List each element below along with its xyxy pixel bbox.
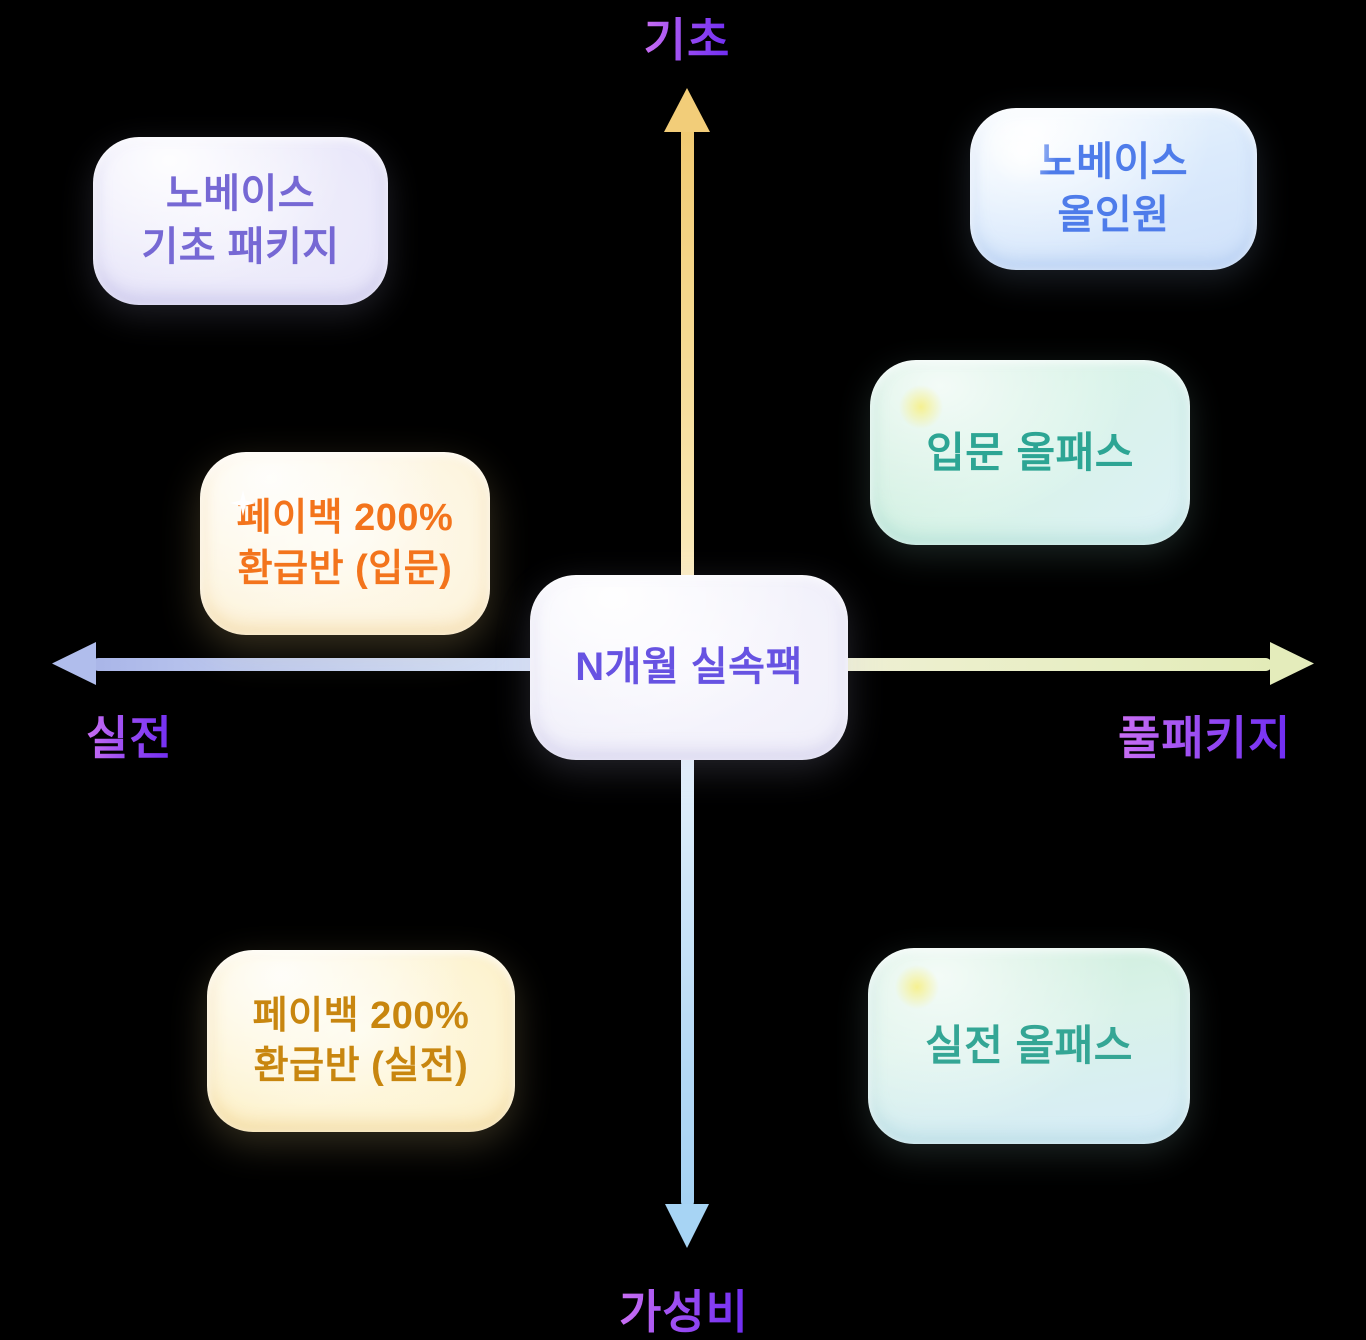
sparkle-dot-icon [894,964,940,1010]
card-novice-basic-package: 노베이스 기초 패키지 [93,137,388,305]
card-intro-all-pass: 입문 올패스 [870,360,1190,545]
card-payback-200-refund-intro: 페이백 200% 환급반 (입문) [200,452,490,635]
axis-label-right: 풀패키지 [1118,702,1291,768]
card-text-line: 실전 올패스 [925,1022,1133,1070]
card-novice-all-in-one: 노베이스 올인원 [970,108,1257,270]
card-text-line: 페이백 200% [252,994,470,1037]
card-text-line: 환급반 (입문) [237,547,453,590]
card-practical-all-pass: 실전 올패스 [868,948,1190,1144]
card-payback-200-refund-practical: 페이백 200% 환급반 (실전) [207,950,515,1132]
card-n-month-value-pack: N개월 실속팩 [530,575,848,760]
card-text-line: 입문 올패스 [926,428,1134,476]
card-text-line: N개월 실속팩 [575,645,803,690]
shine-glow-icon [984,116,1062,186]
sparkle-dot-icon [898,384,944,430]
arrow-up-icon [664,88,710,132]
card-text-line: 환급반 (실전) [253,1045,469,1087]
axis-label-bottom: 가성비 [619,1276,749,1340]
axis-label-left: 실전 [86,702,173,768]
axis-label-top: 기초 [644,4,731,70]
card-text-line: 기초 패키지 [141,225,340,269]
arrow-left-icon [52,642,96,685]
card-text-line: 노베이스 [1038,140,1189,185]
card-text-line: 페이백 200% [236,497,454,540]
card-text-line: 올인원 [1057,193,1170,237]
arrow-right-icon [1270,642,1314,685]
card-text-line: 노베이스 [165,172,316,217]
arrow-down-icon [665,1204,709,1248]
